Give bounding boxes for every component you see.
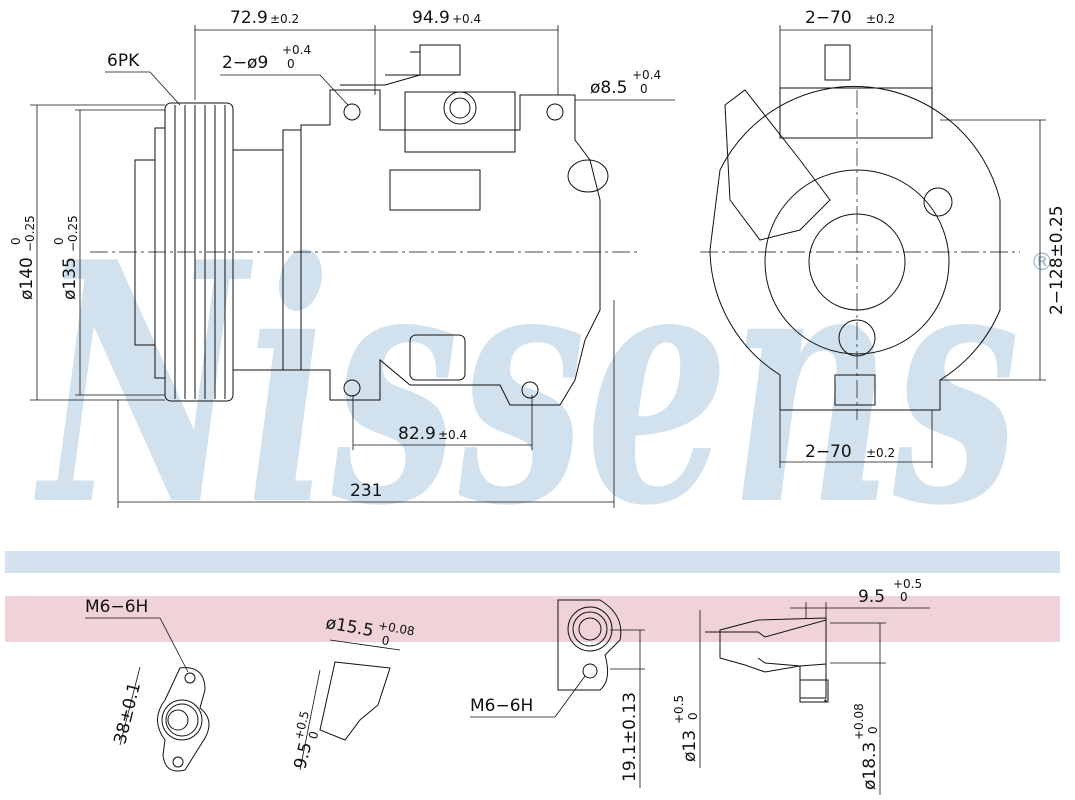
compressor-front-view: [700, 25, 1046, 468]
dim-72-9: 72.9: [230, 8, 268, 28]
nissens-watermark-logo: Nissens ®: [33, 190, 1054, 578]
thread-label-1: M6−6H: [85, 597, 148, 617]
dim-dia-140-lower: −0.25: [23, 215, 37, 252]
dim-hole-8-5-lower: 0: [640, 82, 648, 96]
compressor-side-view: [90, 44, 640, 406]
dim-72-9-tol: ±0.2: [270, 12, 299, 26]
dim-dia-135-lower: −0.25: [66, 215, 80, 252]
watermark-text: Nissens: [33, 190, 1020, 578]
dim-dia-13-upper: +0.5: [672, 695, 686, 724]
dim-mount-hole-lower: 0: [287, 57, 295, 71]
dim-dia-140: ø140: [17, 257, 37, 300]
flange-detail: [85, 617, 210, 772]
dim-dia-135-upper: 0: [52, 237, 66, 245]
dim-hole-8-5-upper: +0.4: [632, 68, 661, 82]
dim-2-70-top-tol: ±0.2: [866, 12, 895, 26]
fitting-detail: [299, 639, 401, 771]
dim-94-9-tol: +0.4: [452, 12, 481, 26]
dim-dia-18-3: ø18.3: [860, 742, 880, 790]
dim-19-1: 19.1±0.13: [620, 692, 640, 782]
dim-dia-13: ø13: [680, 730, 700, 762]
dim-9-5-a: 9.5: [290, 740, 316, 771]
dim-82-9-tol: ±0.4: [438, 428, 467, 442]
dim-mount-hole-upper: +0.4: [282, 43, 311, 57]
port-detail: [470, 599, 645, 788]
dim-dia-18-3-upper: +0.08: [852, 703, 866, 740]
sleeve-detail: [699, 602, 930, 795]
dim-dia-18-3-lower: 0: [866, 726, 880, 734]
dim-9-5-b: 9.5: [858, 587, 885, 607]
dim-9-5-a-lower: 0: [306, 730, 321, 741]
dim-94-9: 94.9: [412, 8, 450, 28]
dim-9-5-a-upper: +0.5: [291, 709, 312, 741]
dim-mount-hole: 2−ø9: [222, 53, 268, 73]
registered-mark: ®: [1030, 248, 1054, 276]
dim-231: 231: [350, 481, 382, 501]
pink-band: [5, 596, 1060, 642]
dimension-labels: 72.9 ±0.2 94.9 +0.4 2−70 ±0.2 6PK 2−ø9 +…: [9, 8, 1067, 790]
dim-9-5-b-upper: +0.5: [893, 577, 922, 591]
dim-82-9: 82.9: [398, 424, 436, 444]
dim-2-70-bottom-tol: ±0.2: [866, 446, 895, 460]
dim-2-70-bottom: 2−70: [805, 442, 852, 462]
dim-hole-8-5: ø8.5: [590, 78, 627, 98]
dim-2-128: 2−128±0.25: [1047, 205, 1067, 315]
dim-9-5-b-lower: 0: [900, 590, 908, 604]
dim-dia-135: ø135: [60, 257, 80, 300]
blue-band: [5, 551, 1060, 573]
dim-2-70-top: 2−70: [805, 8, 852, 28]
dim-38: 38±0.1: [110, 680, 145, 746]
dim-dia-15-5-upper: +0.08: [377, 618, 416, 638]
dim-dia-15-5-lower: 0: [381, 633, 391, 648]
thread-label-2: M6−6H: [470, 696, 533, 716]
dim-dia-140-upper: 0: [9, 237, 23, 245]
belt-6pk: 6PK: [107, 51, 140, 71]
side-view-dimension-lines: [30, 25, 675, 508]
dim-dia-13-lower: 0: [686, 712, 700, 720]
